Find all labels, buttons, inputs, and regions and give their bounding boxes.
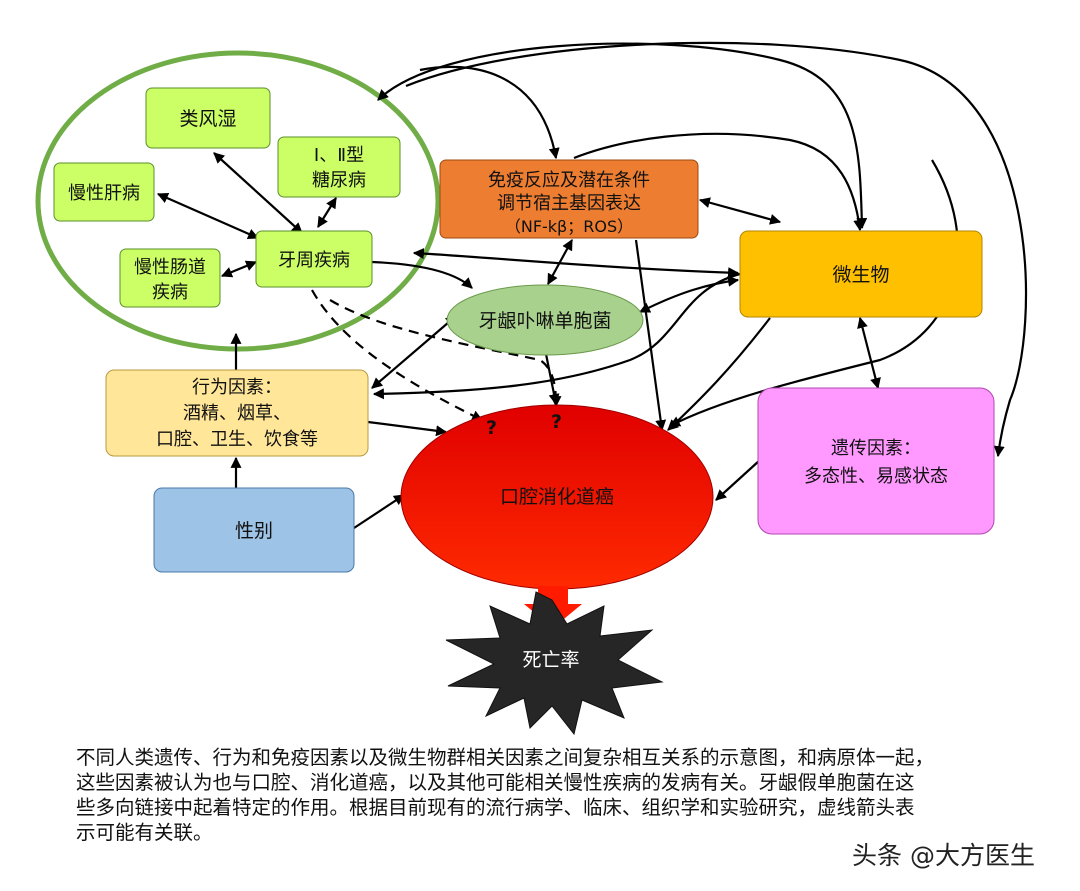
node-periodontal-disease: 牙周疾病	[255, 230, 373, 288]
svg-text:酒精、烟草、: 酒精、烟草、	[183, 403, 291, 424]
node-porphyromonas: 牙龈卟啉单胞菌	[446, 284, 644, 356]
arrow-porphyromonas-cancer	[544, 353, 560, 406]
svg-text:多态性、易感状态: 多态性、易感状态	[804, 466, 948, 487]
figure-caption: 不同人类遗传、行为和免疫因素以及微生物群相关因素之间复杂相互关系的示意图，和病原…	[76, 745, 1016, 845]
node-gender: 性别	[153, 487, 355, 573]
svg-text:慢性肝病: 慢性肝病	[68, 183, 140, 204]
arrows	[156, 41, 1028, 529]
svg-text:免疫反应及潜在条件: 免疫反应及潜在条件	[488, 170, 650, 191]
dashed-arrow-periodontal-cancer-1	[311, 289, 483, 421]
svg-text:Ⅰ、Ⅱ型: Ⅰ、Ⅱ型	[314, 145, 364, 166]
node-mortality: 死亡率	[445, 591, 664, 736]
node-liver-disease: 慢性肝病	[53, 162, 155, 222]
arrow-porphyromonas-immune	[547, 239, 573, 285]
svg-text:口腔、卫生、饮食等: 口腔、卫生、饮食等	[156, 429, 318, 450]
svg-text:口腔消化道癌: 口腔消化道癌	[500, 486, 614, 508]
arrow-microbe-periodontal	[412, 248, 740, 279]
watermark: 头条 @大方医生	[852, 841, 1035, 870]
node-microbe: 微生物	[739, 230, 983, 318]
arrow-immune-cancer	[634, 239, 667, 432]
arrow-outer-genetic	[405, 41, 1028, 458]
svg-text:牙龈卟啉单胞菌: 牙龈卟啉单胞菌	[478, 310, 611, 332]
arrow-microbe-cancer	[667, 317, 771, 431]
arrow-periodontal-intestinal	[220, 260, 258, 278]
arrow-genetic-cancer	[715, 459, 761, 501]
arrow-porphyromonas-microbe	[639, 275, 740, 313]
svg-text:遗传因素：: 遗传因素：	[831, 438, 921, 459]
arrow-ring-microbe-top	[377, 42, 868, 230]
arrow-behavior-porphyromonas	[371, 315, 457, 389]
svg-text:死亡率: 死亡率	[522, 649, 579, 671]
svg-text:（NF-kβ；ROS）: （NF-kβ；ROS）	[505, 217, 633, 236]
arrow-immune-microbe	[698, 197, 782, 225]
arrow-immune-microbe-top	[573, 132, 865, 232]
arrow-microbe-genetic	[857, 316, 881, 390]
caption-line: 这些因素被认为也与口腔、消化道癌，以及其他可能相关慢性疾病的发病有关。牙龈假单胞…	[76, 771, 915, 794]
svg-text:性别: 性别	[235, 520, 273, 542]
arrow-periodontal-porphyromonas	[371, 260, 473, 289]
node-digestive-cancer: 口腔消化道癌	[400, 404, 714, 590]
svg-text:微生物: 微生物	[832, 264, 889, 286]
node-intestinal-disease: 慢性肠道 疾病	[119, 248, 221, 308]
node-diabetes: Ⅰ、Ⅱ型 糖尿病	[277, 136, 401, 198]
question-mark-2: ?	[551, 411, 562, 433]
svg-text:类风湿: 类风湿	[179, 108, 236, 130]
dashed-arrow-periodontal-cancer-2	[329, 299, 562, 408]
arrow-periodontal-diabetes	[317, 197, 337, 228]
svg-text:疾病: 疾病	[152, 282, 188, 303]
node-genetic-factors: 遗传因素： 多态性、易感状态	[757, 387, 995, 535]
svg-text:行为因素：: 行为因素：	[192, 377, 282, 398]
svg-text:糖尿病: 糖尿病	[312, 170, 366, 191]
svg-text:慢性肠道: 慢性肠道	[134, 257, 206, 278]
arrow-behavior-cancer	[367, 420, 448, 437]
arrow-ring-immune	[419, 65, 560, 160]
node-rheumatoid: 类风湿	[145, 87, 271, 149]
caption-line: 示可能有关联。	[76, 821, 213, 844]
caption-line: 些多向链接中起着特定的作用。根据目前现有的流行病学、临床、组织学和实验研究，虚线…	[76, 796, 915, 819]
arrow-periodontal-liver	[156, 192, 260, 240]
svg-text:牙周疾病: 牙周疾病	[278, 250, 350, 271]
node-behavior-factors: 行为因素： 酒精、烟草、 口腔、卫生、饮食等	[105, 369, 369, 457]
dashed-arrows	[311, 289, 562, 421]
arrow-gender-cancer	[353, 494, 405, 529]
svg-text:调节宿主基因表达: 调节宿主基因表达	[497, 193, 641, 214]
question-mark-1: ?	[486, 417, 497, 439]
node-immune-response: 免疫反应及潜在条件 调节宿主基因表达 （NF-kβ；ROS）	[439, 159, 699, 239]
caption-line: 不同人类遗传、行为和免疫因素以及微生物群相关因素之间复杂相互关系的示意图，和病原…	[76, 746, 935, 769]
